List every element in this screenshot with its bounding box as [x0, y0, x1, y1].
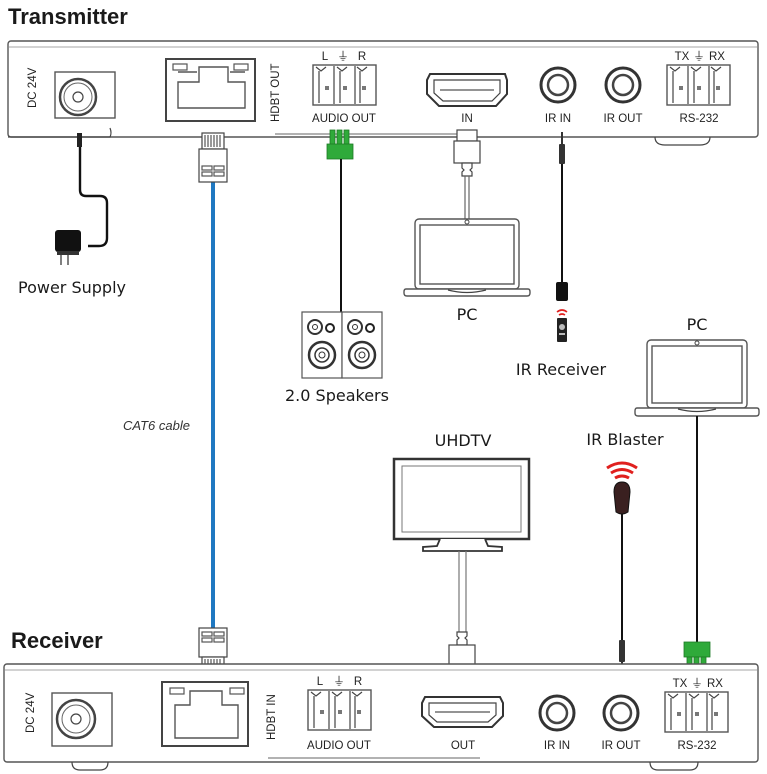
tx-dc-jack[interactable]	[54, 71, 116, 119]
ir-receiver-label: IR Receiver	[516, 360, 607, 379]
tx-audio-terminal[interactable]	[312, 64, 377, 106]
rx-ir-in-label: IR IN	[544, 740, 570, 752]
rx-audio-pin-r: R	[354, 676, 362, 688]
rx-audio-terminal[interactable]	[307, 689, 372, 731]
receiver-panel	[3, 663, 759, 771]
rj45-plug-top-icon	[198, 132, 228, 183]
pc-control-laptop-icon	[634, 339, 760, 417]
speakers-label: 2.0 Speakers	[285, 386, 389, 405]
rx-rs232-label: RS-232	[678, 740, 717, 752]
hdmi-cable-tv	[458, 551, 467, 632]
hdmi-cable-source	[464, 176, 470, 220]
tx-rs232-label: RS-232	[680, 113, 719, 125]
ir-blaster-icon	[606, 461, 638, 515]
rx-hdmi-label: OUT	[451, 740, 475, 752]
tx-hdmi-label: IN	[461, 113, 473, 125]
rx-audio-label: AUDIO OUT	[307, 740, 371, 752]
speakers-icon	[301, 311, 383, 379]
pc-source-laptop-icon	[403, 218, 531, 297]
tx-rs232-pin-rx: RX	[709, 51, 725, 63]
rx-rs232-pin-gnd: ⏚	[691, 677, 703, 690]
rx-rs232-pin-tx: TX	[673, 678, 688, 690]
tx-hdmi-in-port[interactable]	[426, 73, 508, 107]
tx-ir-in-jack[interactable]	[539, 66, 577, 104]
rx-audio-pin-l: L	[317, 676, 324, 688]
tx-audio-pin-r: R	[358, 51, 366, 63]
rx-ir-out-jack[interactable]	[602, 694, 640, 732]
pc-control-label: PC	[687, 315, 708, 334]
tx-dc-label: DC 24V	[27, 67, 39, 108]
tx-rs232-pin-gnd: ⏚	[693, 50, 705, 63]
rx-hdbt-label: HDBT IN	[266, 694, 278, 740]
ir-blaster-label: IR Blaster	[586, 430, 664, 449]
tx-audio-pin-gnd: ⏚	[337, 50, 349, 63]
pc-source-label: PC	[457, 305, 478, 324]
tx-hdbt-port[interactable]	[165, 58, 256, 122]
rx-ir-in-jack[interactable]	[538, 694, 576, 732]
tx-rs232-pin-tx: TX	[675, 51, 690, 63]
uhdtv-icon	[392, 457, 531, 552]
rx-ir-out-label: IR OUT	[602, 740, 641, 752]
tx-audio-pin-l: L	[322, 51, 329, 63]
rx-rs232-pin-rx: RX	[707, 678, 723, 690]
ir-receiver-icon	[556, 309, 568, 342]
rx-hdmi-out-port[interactable]	[421, 696, 504, 728]
rx-dc-jack[interactable]	[51, 692, 113, 747]
rx-dc-label: DC 24V	[25, 692, 37, 733]
tx-hdbt-label: HDBT OUT	[270, 63, 282, 122]
ir-blaster-cable	[619, 514, 625, 676]
audio-green-plug-icon	[326, 129, 354, 160]
transmitter-title: Transmitter	[8, 4, 128, 29]
hdmi-plug-top-icon	[453, 129, 481, 177]
tx-ir-in-label: IR IN	[545, 113, 571, 125]
tx-rs232-terminal[interactable]	[666, 64, 731, 106]
rx-rs232-terminal[interactable]	[664, 691, 729, 733]
rx-hdbt-port[interactable]	[161, 681, 249, 747]
ir-receiver-cable	[556, 132, 568, 301]
receiver-title: Receiver	[11, 628, 103, 653]
power-supply-icon	[55, 133, 109, 265]
tx-ir-out-label: IR OUT	[604, 113, 643, 125]
tx-audio-label: AUDIO OUT	[312, 113, 376, 125]
cat6-cable-label: CAT6 cable	[123, 418, 190, 433]
power-supply-label: Power Supply	[18, 278, 126, 297]
tx-ir-out-jack[interactable]	[604, 66, 642, 104]
rx-audio-pin-gnd: ⏚	[333, 675, 345, 688]
uhdtv-label: UHDTV	[435, 431, 492, 450]
transmitter-panel	[7, 40, 759, 138]
